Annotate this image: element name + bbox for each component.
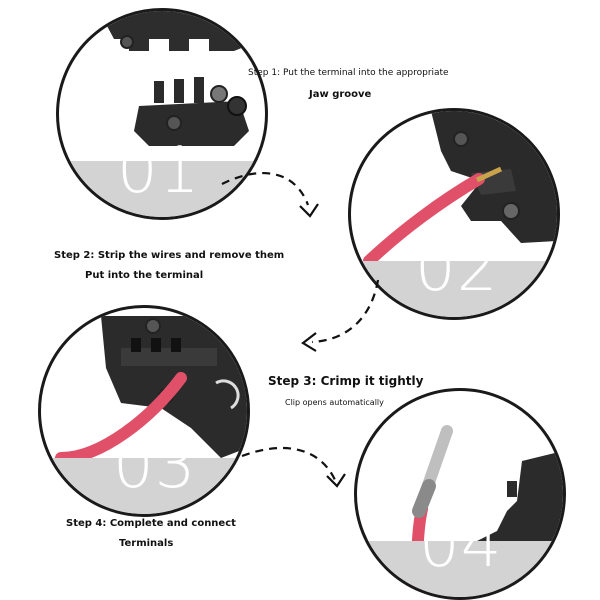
number-band — [351, 261, 557, 317]
step-4-title: Step 4: Complete and connect — [66, 518, 236, 529]
step-number: 03 — [113, 429, 197, 503]
number-band — [357, 541, 563, 597]
step-2-title: Step 2: Strip the wires and remove them — [54, 250, 285, 261]
step-4-photo: 04 — [354, 388, 566, 600]
arrowhead-2 — [301, 332, 317, 352]
arrowhead-3 — [326, 473, 346, 488]
arrowhead-1 — [299, 203, 319, 218]
step-number: 02 — [415, 232, 499, 306]
step-1-title: Step 1: Put the terminal into the approp… — [248, 68, 449, 78]
step-2-subtitle: Put into the terminal — [85, 270, 204, 281]
step-4-subtitle: Terminals — [119, 538, 174, 549]
step-3-subtitle: Clip opens automatically — [285, 398, 384, 407]
step-number: 01 — [117, 134, 201, 208]
number-band — [41, 458, 247, 514]
step-1-photo: 01 — [56, 8, 268, 220]
step-3-title: Step 3: Crimp it tightly — [268, 374, 424, 388]
wire-in-crimper-illustration — [363, 111, 557, 267]
step-3-photo: 03 — [38, 305, 250, 517]
crimping-wire-illustration — [55, 316, 247, 464]
crimper-jaw-empty-illustration — [99, 11, 259, 146]
step-number: 04 — [419, 508, 503, 582]
step-2-photo: 02 — [348, 108, 560, 320]
arrow-3-to-4 — [241, 446, 336, 481]
step-1-subtitle: Jaw groove — [309, 89, 372, 100]
